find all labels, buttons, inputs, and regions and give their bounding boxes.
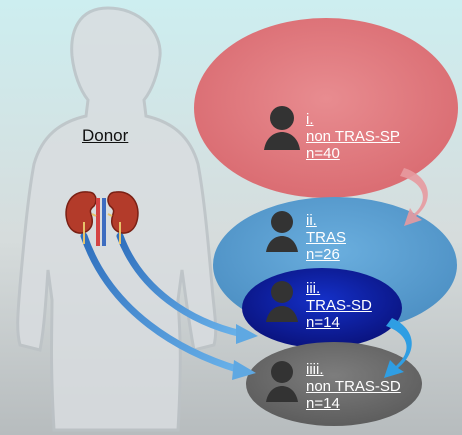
group-ii-numeral: ii. [306, 212, 317, 229]
person-icon [264, 106, 300, 150]
group-iiii-count: n=14 [306, 395, 340, 412]
kidney-pair-icon [65, 191, 139, 246]
group-i-label: i. non TRAS-SP n=40 [306, 111, 400, 162]
donor-label: Donor [82, 126, 129, 145]
person-icon [266, 281, 298, 322]
person-icon [266, 361, 298, 402]
curved-arrow-icon [400, 168, 428, 226]
group-iiii-label: iiii. non TRAS-SD n=14 [306, 361, 401, 412]
group-ii-label: ii. TRAS n=26 [306, 212, 346, 263]
group-ii-count: n=26 [306, 246, 340, 263]
curved-arrow-icon [384, 318, 412, 378]
group-iii-count: n=14 [306, 314, 340, 331]
group-iiii-numeral: iiii. [306, 361, 324, 378]
group-ii-name: TRAS [306, 229, 347, 246]
group-i-name: non TRAS-SP [306, 128, 400, 145]
group-i-count: n=40 [306, 145, 340, 162]
group-iiii-name: non TRAS-SD [306, 378, 401, 395]
group-iii-label: iii. TRAS-SD n=14 [306, 280, 372, 331]
arrow-to-tras-sd [116, 232, 246, 338]
group-iiii-ellipse [246, 342, 422, 426]
group-i-ellipse [194, 18, 458, 198]
arrow-to-non-tras-sd [80, 232, 244, 374]
group-iii-numeral: iii. [306, 280, 321, 297]
group-i-numeral: i. [306, 111, 314, 128]
group-iii-name: TRAS-SD [306, 297, 372, 314]
person-icon [266, 211, 298, 252]
